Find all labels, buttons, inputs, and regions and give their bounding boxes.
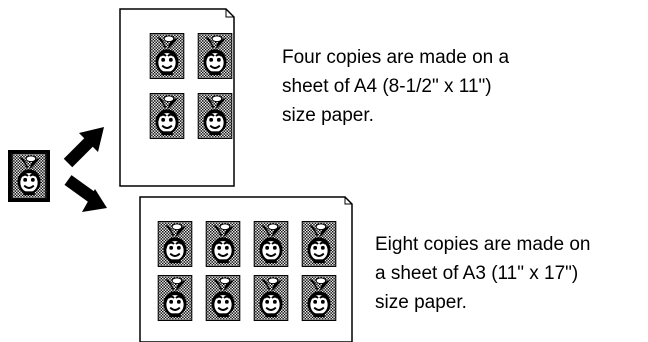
copy-face-icon: [157, 275, 193, 321]
copy-face-icon: [197, 33, 233, 79]
a3-sheet: [139, 196, 353, 342]
a3-caption: Eight copies are made on a sheet of A3 (…: [375, 234, 591, 313]
arrow-up-right-icon: [63, 127, 104, 168]
copy-face-icon: [253, 221, 289, 267]
copy-face-icon: [301, 275, 337, 321]
a4-caption: Four copies are made on a sheet of A4 (8…: [282, 47, 510, 126]
copy-face-icon: [197, 93, 233, 139]
copy-face-icon: [149, 33, 185, 79]
copy-face-icon: [205, 221, 241, 267]
copy-face-icon: [157, 221, 193, 267]
copy-face-icon: [253, 275, 289, 321]
a4-sheet: [119, 8, 235, 187]
arrow-down-right-icon: [64, 175, 107, 212]
copy-face-icon: [205, 275, 241, 321]
original-photo-icon: [8, 150, 50, 202]
copy-face-icon: [149, 93, 185, 139]
copy-face-icon: [301, 221, 337, 267]
